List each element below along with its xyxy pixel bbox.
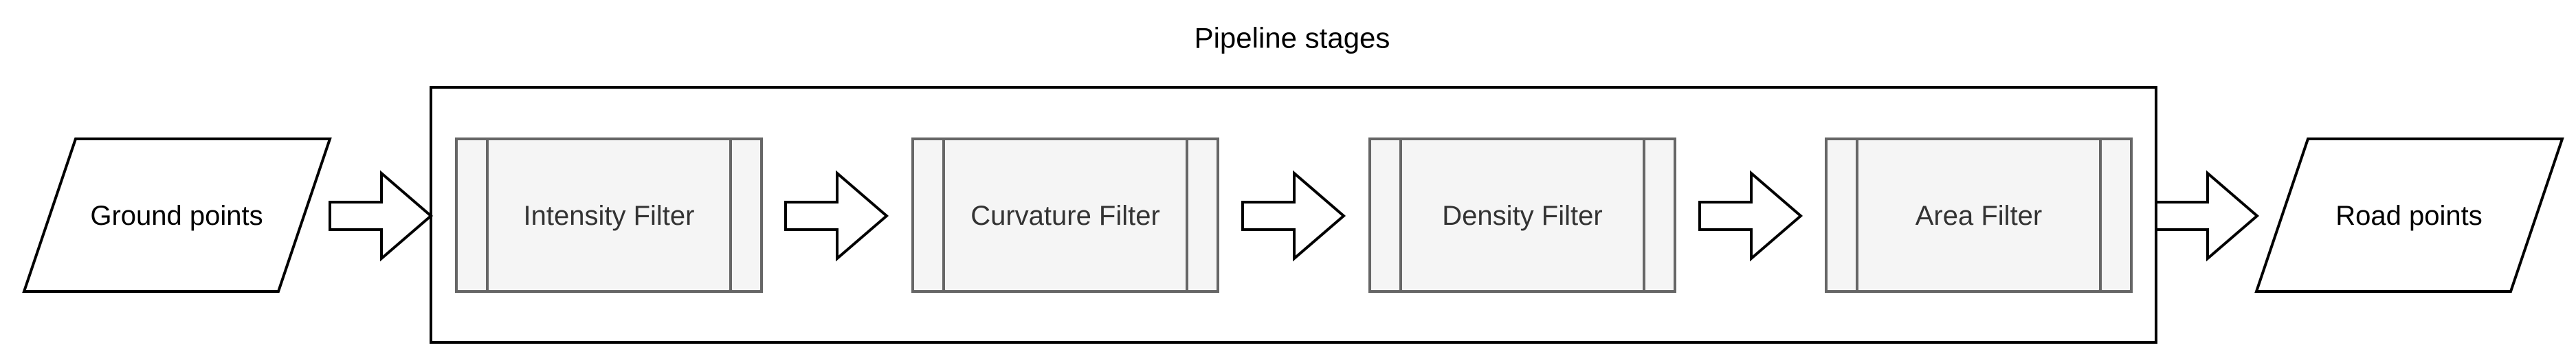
stage-box (1825, 138, 2133, 293)
output-shape (2254, 138, 2564, 293)
input-shape (22, 138, 332, 293)
stage-label: Curvature Filter (970, 201, 1160, 231)
stage-box (455, 138, 763, 293)
arrow-input-to-container (329, 170, 434, 262)
arrow-stage3-to-stage4 (1698, 170, 1803, 262)
stage-curvature-filter: Curvature Filter (911, 138, 1219, 293)
output-label: Road points (2335, 201, 2482, 231)
stage-area-filter: Area Filter (1825, 138, 2133, 293)
output-node: Road points (2254, 138, 2564, 293)
arrow-stage2-to-stage3 (1241, 170, 1346, 262)
stage-box (911, 138, 1219, 293)
stage-intensity-filter: Intensity Filter (455, 138, 763, 293)
stage-label: Density Filter (1442, 201, 1602, 231)
stage-label: Area Filter (1916, 201, 2043, 231)
diagram-title: Pipeline stages (1195, 22, 1390, 54)
stage-box (1368, 138, 1676, 293)
input-label: Ground points (90, 201, 263, 231)
arrow-stage1-to-stage2 (784, 170, 889, 262)
stage-label: Intensity Filter (524, 201, 695, 231)
arrow-container-to-output (2155, 170, 2260, 262)
input-node: Ground points (22, 138, 332, 293)
stage-density-filter: Density Filter (1368, 138, 1676, 293)
